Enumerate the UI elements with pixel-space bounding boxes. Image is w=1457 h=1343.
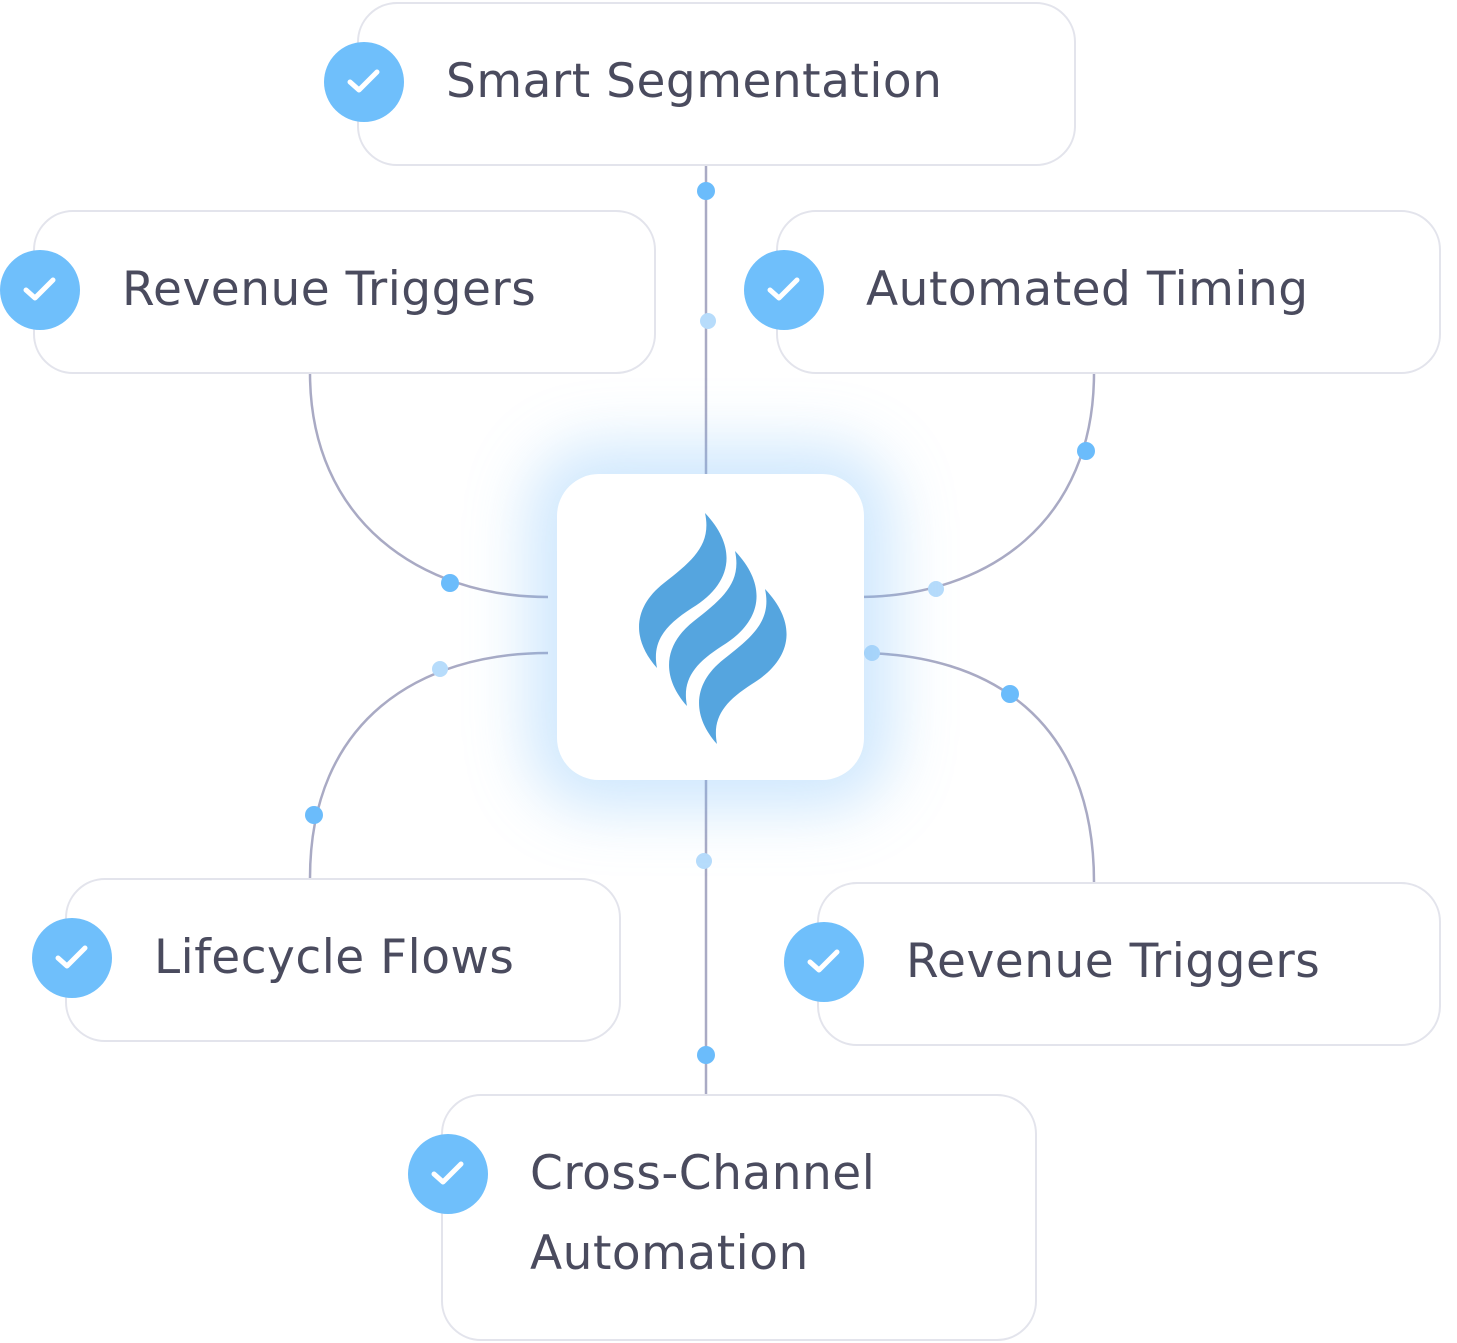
feature-card-lifecycle-flows: [65, 878, 621, 1042]
connector-dot: [697, 1046, 715, 1064]
connector-lower-left: [308, 651, 549, 879]
feature-label: Lifecycle Flows: [154, 930, 515, 985]
feature-card-revenue-triggers: [33, 210, 656, 374]
check-circle-icon: [0, 250, 80, 330]
connector-dot: [432, 661, 448, 677]
connector-dot: [700, 313, 716, 329]
connector-dot: [928, 581, 944, 597]
connector-dot: [697, 182, 715, 200]
connector-dot: [696, 853, 712, 869]
check-circle-icon: [324, 42, 404, 122]
check-circle-icon: [784, 922, 864, 1002]
connector-dot: [305, 806, 323, 824]
feature-label: Smart Segmentation: [446, 54, 943, 109]
connector-dot: [1001, 685, 1019, 703]
feature-label-line2: Automation: [530, 1226, 809, 1281]
connector-lower-right: [856, 651, 1096, 883]
hub-logo-tile: [557, 474, 864, 780]
feature-label: Revenue Triggers: [906, 934, 1321, 989]
check-circle-icon: [744, 250, 824, 330]
feature-card-automated-timing: [776, 210, 1441, 374]
connector-dot: [441, 574, 459, 592]
flame-logo-icon: [639, 513, 787, 744]
feature-card-cross-channel-automation: [441, 1094, 1037, 1341]
feature-card-smart-segmentation: [357, 2, 1076, 166]
feature-label: Revenue Triggers: [122, 262, 537, 317]
feature-card-revenue-triggers-2: [817, 882, 1441, 1046]
check-circle-icon: [32, 918, 112, 998]
connector-dot: [864, 645, 880, 661]
connector-upper-right: [856, 372, 1096, 599]
connector-upper-left: [308, 372, 549, 599]
check-circle-icon: [408, 1134, 488, 1214]
feature-label: Cross-Channel: [530, 1146, 876, 1201]
feature-label: Automated Timing: [866, 262, 1309, 317]
connector-dot: [1077, 442, 1095, 460]
